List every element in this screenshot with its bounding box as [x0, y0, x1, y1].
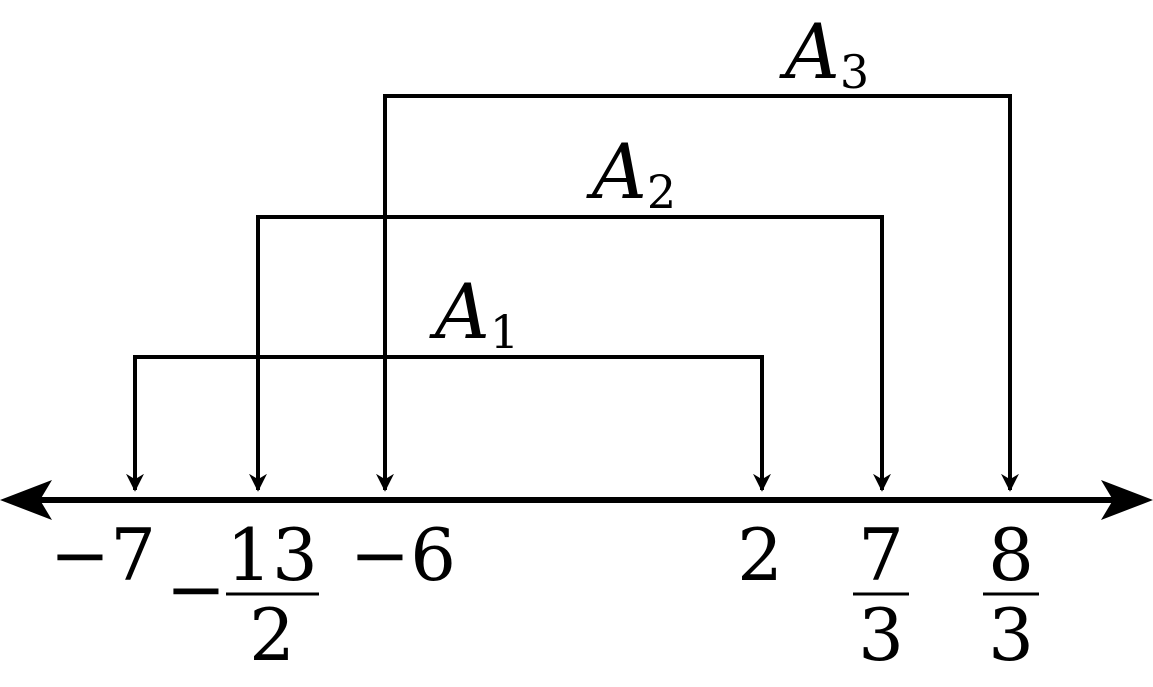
- tick-labels: −7 − 13 2 −6 2 7 3 8 3: [50, 513, 1039, 677]
- tick-neg7-sign: −: [50, 513, 110, 597]
- interval-a3-subscript: 3: [840, 45, 869, 99]
- tick-seven-thirds-numerator: 7: [858, 513, 904, 597]
- interval-a1-bracket: [133, 355, 771, 492]
- interval-a1-letter: A: [429, 267, 490, 356]
- interval-a2: A2: [249, 127, 891, 492]
- interval-a2-label: A2: [586, 127, 676, 219]
- interval-a2-subscript: 2: [647, 165, 676, 219]
- tick-label-seven-thirds: 7 3: [853, 513, 909, 677]
- interval-a1-label: A1: [429, 267, 519, 359]
- tick-neg6-value: 6: [410, 513, 456, 597]
- axis: [0, 480, 1153, 520]
- tick-label-two: 2: [737, 513, 783, 597]
- tick-label-neg13over2: − 13 2: [166, 513, 319, 677]
- interval-a2-letter: A: [586, 127, 647, 216]
- tick-label-neg6: −6: [350, 513, 456, 597]
- axis-right-arrow-icon: [1101, 480, 1153, 520]
- tick-neg13over2-denominator: 2: [249, 593, 295, 677]
- interval-a3-letter: A: [779, 7, 840, 96]
- interval-a3-bracket: [383, 94, 1019, 492]
- axis-left-arrow-icon: [0, 480, 52, 520]
- tick-neg13over2-numerator: 13: [226, 513, 318, 597]
- interval-a3-label: A3: [779, 7, 869, 99]
- tick-eight-thirds-denominator: 3: [988, 593, 1034, 677]
- tick-label-neg7: −7: [50, 513, 156, 597]
- tick-neg7-value: 7: [110, 513, 156, 597]
- tick-neg6-sign: −: [350, 513, 410, 597]
- interval-a3: A3: [376, 7, 1019, 492]
- tick-seven-thirds-denominator: 3: [858, 593, 904, 677]
- interval-a1-subscript: 1: [490, 305, 519, 359]
- tick-eight-thirds-numerator: 8: [988, 513, 1034, 597]
- tick-neg13over2-sign: −: [166, 547, 226, 631]
- interval-a2-bracket: [256, 215, 891, 492]
- tick-label-eight-thirds: 8 3: [983, 513, 1039, 677]
- interval-a1: A1: [126, 267, 771, 492]
